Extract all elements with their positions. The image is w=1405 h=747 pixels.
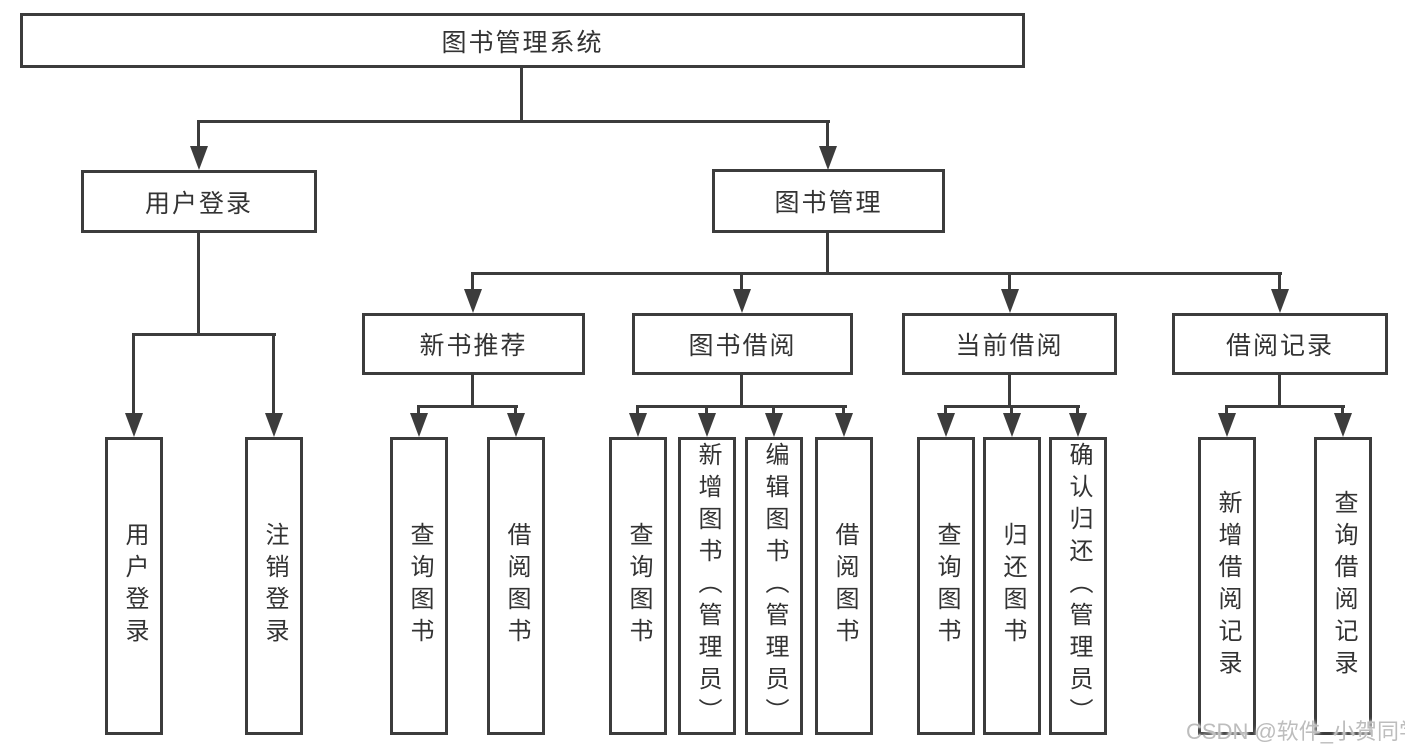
arrow-down-icon <box>1003 413 1021 437</box>
connector-line <box>1076 405 1079 417</box>
node-borrowing-records: 借阅记录 <box>1172 313 1388 375</box>
node-root-label: 图书管理系统 <box>441 28 604 57</box>
leaf-user-login-label: 用户登录 <box>121 522 148 650</box>
arrow-down-icon <box>835 413 853 437</box>
arrow-down-icon <box>1001 289 1019 313</box>
node-user-login: 用户登录 <box>81 170 317 233</box>
arrow-down-icon <box>507 413 525 437</box>
connector-line <box>1010 405 1013 417</box>
node-book-borrowing: 图书借阅 <box>632 313 853 375</box>
arrow-down-icon <box>698 413 716 437</box>
leaf-current-confirm-return-admin: 确认归还（管理员） <box>1049 437 1107 735</box>
node-book-management-label: 图书管理 <box>774 189 883 217</box>
arrow-down-icon <box>1218 413 1236 437</box>
node-current-borrowing: 当前借阅 <box>902 313 1117 375</box>
connector-line <box>197 120 200 150</box>
connector-line <box>705 405 708 417</box>
connector-line <box>1225 405 1345 408</box>
connector-line <box>944 405 947 417</box>
connector-line <box>514 405 517 417</box>
leaf-borrowing-query-books-label: 查询图书 <box>625 522 652 650</box>
leaf-newbooks-borrow-books-label: 借阅图书 <box>503 522 530 650</box>
arrow-down-icon <box>765 413 783 437</box>
leaf-user-login: 用户登录 <box>105 437 163 735</box>
arrow-down-icon <box>410 413 428 437</box>
connector-line <box>132 333 135 417</box>
connector-line <box>520 68 523 120</box>
arrow-down-icon <box>1271 289 1289 313</box>
node-book-management: 图书管理 <box>712 169 945 233</box>
leaf-logout-label: 注销登录 <box>261 522 288 650</box>
connector-line <box>1225 405 1228 417</box>
leaf-current-return-books-label: 归还图书 <box>999 522 1026 650</box>
leaf-records-query-record: 查询借阅记录 <box>1314 437 1372 735</box>
leaf-records-query-record-label: 查询借阅记录 <box>1330 490 1357 682</box>
node-user-login-label: 用户登录 <box>144 189 253 218</box>
leaf-current-confirm-return-admin-label: 确认归还（管理员） <box>1065 442 1092 730</box>
leaf-records-add-record-label: 新增借阅记录 <box>1214 490 1241 682</box>
connector-line <box>826 120 829 150</box>
leaf-borrowing-add-books-admin: 新增图书（管理员） <box>678 437 736 735</box>
arrow-down-icon <box>1069 413 1087 437</box>
arrow-down-icon <box>464 289 482 313</box>
connector-line <box>826 233 829 272</box>
node-borrowing-records-label: 借阅记录 <box>1225 332 1334 360</box>
arrow-down-icon <box>733 289 751 313</box>
connector-line <box>471 272 1282 275</box>
node-new-book-recommend: 新书推荐 <box>362 313 585 375</box>
connector-line <box>1278 375 1281 405</box>
connector-line <box>636 405 847 408</box>
arrow-down-icon <box>190 146 208 170</box>
leaf-borrowing-borrow-books-label: 借阅图书 <box>831 522 858 650</box>
node-current-borrowing-label: 当前借阅 <box>955 332 1064 360</box>
leaf-borrowing-edit-books-admin: 编辑图书（管理员） <box>745 437 803 735</box>
leaf-borrowing-edit-books-admin-label: 编辑图书（管理员） <box>761 442 788 730</box>
connector-line <box>1341 405 1344 417</box>
watermark: CSDN @软件_小贺同学 <box>1186 719 1405 744</box>
connector-line <box>1008 375 1011 405</box>
connector-line <box>471 272 474 293</box>
connector-line <box>1278 272 1281 293</box>
node-book-borrowing-label: 图书借阅 <box>688 332 797 360</box>
leaf-borrowing-add-books-admin-label: 新增图书（管理员） <box>694 442 721 730</box>
leaf-logout: 注销登录 <box>245 437 303 735</box>
leaf-records-add-record: 新增借阅记录 <box>1198 437 1256 735</box>
arrow-down-icon <box>1334 413 1352 437</box>
connector-line <box>740 375 743 405</box>
connector-line <box>772 405 775 417</box>
arrow-down-icon <box>629 413 647 437</box>
connector-line <box>417 405 420 417</box>
node-new-book-recommend-label: 新书推荐 <box>419 332 528 360</box>
arrow-down-icon <box>265 413 283 437</box>
leaf-newbooks-query-books: 查询图书 <box>390 437 448 735</box>
connector-line <box>197 120 830 123</box>
connector-line <box>197 233 200 333</box>
connector-line <box>740 272 743 293</box>
leaf-borrowing-query-books: 查询图书 <box>609 437 667 735</box>
connector-line <box>636 405 639 417</box>
leaf-newbooks-borrow-books: 借阅图书 <box>487 437 545 735</box>
leaf-newbooks-query-books-label: 查询图书 <box>406 522 433 650</box>
leaf-current-return-books: 归还图书 <box>983 437 1041 735</box>
connector-line <box>1008 272 1011 293</box>
arrow-down-icon <box>125 413 143 437</box>
connector-line <box>132 333 276 336</box>
leaf-current-query-books-label: 查询图书 <box>933 522 960 650</box>
connector-line <box>272 333 275 417</box>
arrow-down-icon <box>819 146 837 170</box>
leaf-borrowing-borrow-books: 借阅图书 <box>815 437 873 735</box>
node-root: 图书管理系统 <box>20 13 1025 68</box>
leaf-current-query-books: 查询图书 <box>917 437 975 735</box>
connector-line <box>471 375 474 405</box>
connector-line <box>842 405 845 417</box>
arrow-down-icon <box>937 413 955 437</box>
connector-line <box>417 405 518 408</box>
